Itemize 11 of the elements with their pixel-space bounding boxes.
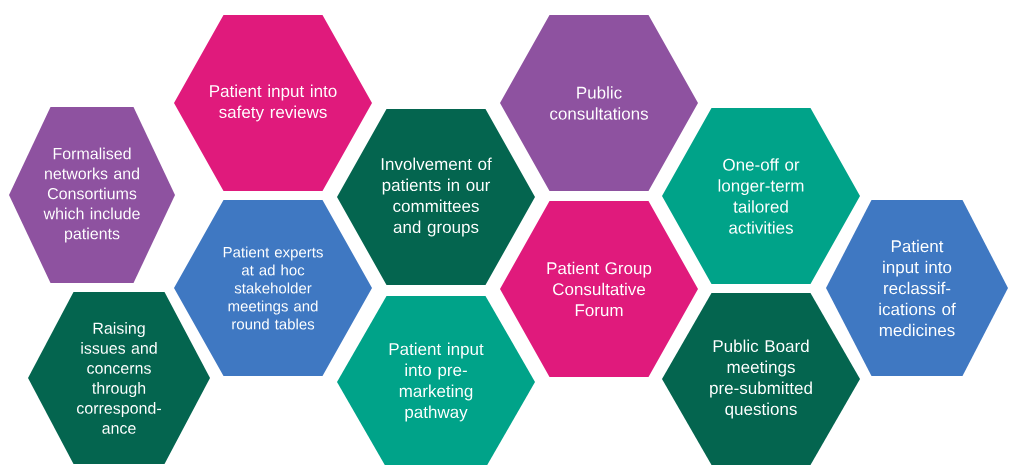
hexagon: Public consultations (500, 15, 698, 191)
hexagon: One-off or longer-term tailored activities (662, 108, 860, 284)
hexagon: Patient experts at ad hoc stakeholder meetings and round tables (174, 200, 372, 376)
hexagon: Raising issues and concerns through correspond-ance (28, 292, 210, 464)
hexagon: Public Board meetings pre-submitted questions (662, 293, 860, 465)
hexagon: Patient input into safety reviews (174, 15, 372, 191)
hexagon: Patient Group Consultative Forum (500, 201, 698, 377)
hexagon: Patient input into reclassif-ications of medicines (826, 200, 1008, 376)
hexagon: Formalised networks and Consortiums which include patients (9, 107, 175, 283)
hexagon: Involvement of patients in our committees and groups (337, 109, 535, 285)
hexagon: Patient input into pre-marketing pathway (337, 296, 535, 465)
